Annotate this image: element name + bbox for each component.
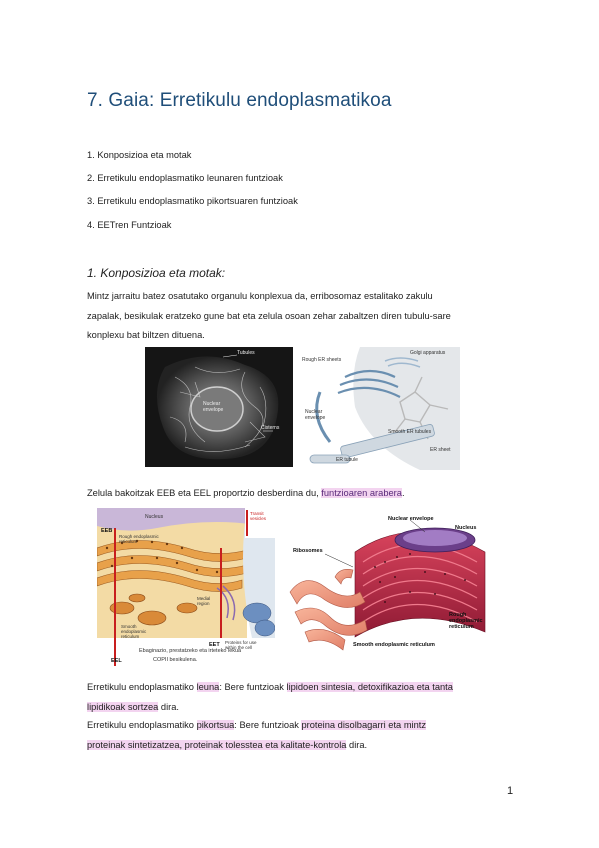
page-number: 1: [507, 785, 514, 797]
micrograph-label-tubules: Tubules: [237, 350, 255, 356]
rough-smooth-er-graphic: [289, 519, 486, 651]
page-title: 7. Gaia: Erretikulu endoplasmatikoa: [87, 90, 392, 111]
diagram-label-tubule: ER tubule: [336, 457, 358, 463]
label-ribosomes: Ribosomes: [293, 548, 323, 554]
rough-er-prefix: Erretikulu endoplasmatiko: [87, 720, 197, 730]
smooth-er-functions-1: lipidoen sintesia, detoxifikazioa eta ta…: [286, 682, 453, 692]
intro-line-1: Mintz jarraitu batez osatutako organulu …: [87, 291, 433, 301]
smooth-er-suffix: dira.: [158, 701, 179, 712]
micrograph-label-nuclear: Nuclear envelope: [203, 401, 224, 413]
rough-er-middle: : Bere funtzioak: [234, 720, 302, 730]
rough-er-word: pikortsua: [196, 720, 235, 730]
smooth-er-paragraph: Erretikulu endoplasmatiko leuna: Bere fu…: [87, 678, 519, 717]
label-rough-fig2: Rough endoplasmic reticulum: [119, 534, 159, 544]
label-smooth-er: Smooth endoplasmic reticulum: [353, 642, 435, 648]
label-nucleus-fig3: Nucleus: [455, 525, 477, 531]
label-proteins: Proteins for use within the cell: [225, 640, 257, 650]
label-eeb: EEB: [101, 528, 113, 534]
er-micrograph-image: Tubules Nuclear envelope Cisterns: [145, 347, 293, 467]
label-eet: EET: [209, 642, 220, 648]
er-diagram-image: Rough ER sheets Golgi apparatus Nuclear …: [300, 347, 460, 470]
toc-item-1: 1. Konposizioa eta motak: [87, 150, 192, 160]
er-micrograph-graphic: [145, 347, 293, 467]
micrograph-label-cisterns: Cisterns: [261, 425, 280, 431]
figure2-caption-line1: Ebaginazio, prestatzeko eta irteteko lek…: [139, 648, 242, 654]
label-medial: Medial region: [197, 596, 211, 606]
intro-paragraph: Mintz jarraitu batez osatutako organulu …: [87, 287, 517, 346]
er-diagram-graphic: [309, 347, 460, 470]
rough-smooth-er-image: Nuclear envelope Nucleus Ribosomes Rough…: [285, 512, 497, 662]
toc-item-2: 2. Erretikulu endoplasmatiko leunaren fu…: [87, 173, 283, 183]
diagram-label-golgi: Golgi apparatus: [410, 350, 446, 356]
proportion-sentence: Zelula bakoitzak EEB eta EEL proportzio …: [87, 484, 517, 504]
figure2-caption-line2: COPII besikulena.: [153, 657, 198, 663]
rough-er-paragraph: Erretikulu endoplasmatiko pikortsua: Ber…: [87, 716, 519, 755]
smooth-er-word: leuna: [196, 682, 220, 692]
rough-er-functions-1: proteina disolbagarri eta mintz: [301, 720, 427, 730]
label-rough-er: Rough endoplasmic reticulum: [449, 612, 483, 630]
intro-line-2: zapalak, besikulak eratzeko gune bat eta…: [87, 310, 451, 321]
proportion-sentence-highlight: funtzioaren arabera: [321, 488, 402, 498]
label-eel: EEL: [111, 658, 122, 664]
diagram-label-smooth: Smooth ER tubules: [388, 429, 432, 435]
diagram-label-rough: Rough ER sheets: [302, 357, 342, 363]
label-nuclear-envelope: Nuclear envelope: [388, 516, 434, 522]
eeb-eel-graphic: [97, 508, 275, 666]
rough-er-functions-2: proteinak sintetizatzea, proteinak toles…: [87, 739, 347, 750]
rough-er-suffix: dira.: [346, 739, 368, 750]
eeb-eel-image: EEB EEL EET Nucleus Rough endoplasmic re…: [97, 508, 275, 668]
label-transit: Transit vesicles: [250, 511, 267, 521]
label-nucleus-fig2: Nucleus: [145, 514, 164, 520]
toc-item-3: 3. Erretikulu endoplasmatiko pikortsuare…: [87, 196, 298, 206]
diagram-label-nuclear: Nuclear envelope: [305, 409, 326, 421]
proportion-sentence-suffix: .: [401, 488, 405, 498]
smooth-er-middle: : Bere funtzioak: [219, 682, 287, 692]
smooth-er-prefix: Erretikulu endoplasmatiko: [87, 682, 197, 692]
intro-line-3: konplexu bat biltzen dituena.: [87, 330, 205, 340]
diagram-label-sheet: ER sheet: [430, 447, 451, 453]
proportion-sentence-prefix: Zelula bakoitzak EEB eta EEL proportzio …: [87, 488, 322, 498]
smooth-er-functions-2: lipidikoak sortzea: [87, 701, 159, 712]
toc-item-4: 4. EETren Funtzioak: [87, 220, 172, 230]
section-heading: 1. Konposizioa eta motak:: [87, 266, 226, 280]
label-smooth-fig2: Smooth endoplasmic reticulum: [121, 624, 147, 639]
